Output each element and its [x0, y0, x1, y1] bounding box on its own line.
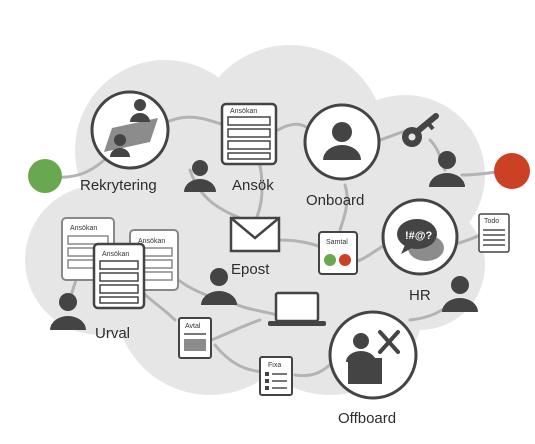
laptop-icon: [268, 291, 326, 326]
ansokan-doc-title: Ansökan: [230, 108, 257, 115]
fixa-card: Fixa: [259, 356, 293, 396]
ansokan-doc-title: Ansökan: [138, 238, 165, 245]
ansokan-doc-title: Ansökan: [102, 251, 129, 258]
person-icon: [201, 268, 237, 305]
label-rekrytering: Rekrytering: [80, 177, 157, 194]
end-node: [494, 153, 530, 189]
label-offboard: Offboard: [338, 410, 396, 427]
ansokan-doc-title: Ansökan: [70, 225, 97, 232]
label-epost: Epost: [231, 261, 270, 278]
label-onboard: Onboard: [306, 192, 364, 209]
rekrytering-circle: [90, 90, 170, 170]
urval-documents: Ansökan Ansökan Ansökan: [61, 217, 179, 310]
todo-card: Todo: [478, 213, 510, 253]
person-icon: [442, 276, 478, 312]
key-icon: [402, 113, 439, 147]
label-hr: HR: [409, 287, 431, 304]
fixa-title: Fixa: [268, 362, 281, 369]
onboard-circle: [303, 103, 381, 181]
person-icon: [50, 293, 86, 330]
hr-circle: !#@?: [381, 198, 459, 276]
avtal-card: Avtal: [178, 317, 212, 359]
todo-title: Todo: [484, 218, 499, 225]
person-icon: [184, 160, 216, 192]
offboard-circle: [328, 310, 418, 400]
avtal-title: Avtal: [185, 323, 201, 330]
ansok-document: Ansökan: [220, 102, 278, 166]
samtal-title: Samtal: [326, 239, 348, 246]
label-ansok: Ansök: [232, 177, 274, 194]
samtal-card: Samtal: [318, 231, 358, 275]
label-urval: Urval: [95, 325, 130, 342]
epost-envelope-icon: [229, 216, 281, 253]
person-icon: [429, 151, 465, 187]
start-node: [28, 159, 62, 193]
speech-text: !#@?: [405, 230, 433, 242]
